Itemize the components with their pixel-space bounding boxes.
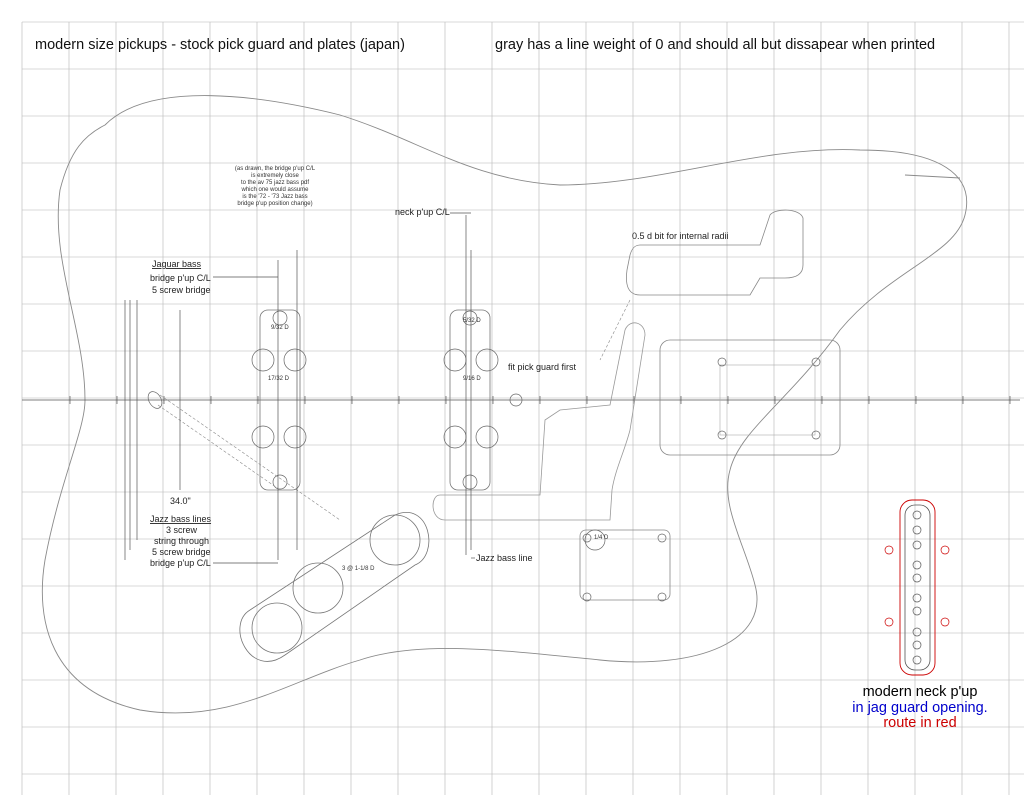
jag-5screw-label: 5 screw bridge (152, 285, 211, 295)
mount-hole (272, 310, 288, 326)
mount-hole (657, 533, 667, 543)
jag-bridge-cl-label: bridge p'up C/L (150, 273, 211, 283)
jazz-bridge-cl-label: bridge p'up C/L (150, 558, 211, 568)
centerline-ticks (69, 396, 1011, 404)
knob-hole (369, 514, 421, 566)
jaguar-bass-label: Jaguar bass (152, 259, 202, 269)
guitar-body-outline (41, 95, 967, 714)
mount-hole (811, 430, 821, 440)
jazz-5screw-label: 5 screw bridge (152, 547, 211, 557)
pole-piece (912, 525, 922, 535)
neck-pup-cl-label: neck p'up C/L (395, 207, 450, 217)
knob-hole (251, 602, 303, 654)
pole-piece (912, 655, 922, 665)
dim-5-32-label: 5/32 D (463, 318, 481, 324)
drawn-note-line: to the av 75 jazz bass pdf (241, 180, 309, 186)
pole-piece (912, 593, 922, 603)
mount-hole (462, 310, 478, 326)
jaguar-neck-pickup (449, 309, 491, 491)
pickup-mount-holes (251, 310, 821, 602)
control-plate (719, 364, 816, 436)
route-ear (940, 617, 950, 627)
route-guide (157, 404, 281, 491)
knob-cavity-outline (239, 512, 430, 662)
string-through-label: string through (154, 536, 209, 546)
mount-hole (475, 425, 499, 449)
knob-hole (292, 562, 344, 614)
mount-hole (657, 592, 667, 602)
mount-hole (462, 474, 478, 490)
neck-pickup-route (899, 499, 936, 676)
drawn-note-line: bridge p'up position change) (237, 201, 312, 207)
knobs-label: 3 @ 1-1/8 D (342, 566, 375, 572)
jack-hole (584, 529, 606, 551)
pole-piece (912, 573, 922, 583)
mount-hole (717, 430, 727, 440)
jazz-bass-lines-label: Jazz bass lines (150, 514, 212, 524)
mount-hole (283, 425, 307, 449)
mount-hole (811, 357, 821, 367)
control-plate-route (659, 339, 841, 456)
bridge-post (509, 393, 523, 407)
scale-length-label: 34.0" (170, 496, 191, 506)
route-ear (884, 617, 894, 627)
mount-hole (272, 474, 288, 490)
dimension-lines (124, 212, 475, 564)
left-title: modern size pickups - stock pick guard a… (35, 37, 405, 53)
dim-17-32-label: 17/32 D (268, 376, 290, 382)
background-grid (21, 21, 1024, 795)
jaguar-bridge-pickup (259, 309, 301, 491)
neck-pickup-outline (904, 504, 931, 671)
mount-hole (582, 592, 592, 602)
route-ear (940, 545, 950, 555)
bit-radii-label: 0.5 d bit for internal radii (632, 231, 729, 241)
dim-9-16-label: 9/16 D (463, 376, 481, 382)
route-guide (159, 394, 341, 521)
dim-1-4-label: 1/4 D (594, 535, 609, 541)
mount-hole (283, 348, 307, 372)
drawn-note-line: which one would assume (240, 187, 309, 193)
drawn-note-line: is extremely close (251, 173, 299, 179)
neck-pickup-poles (884, 510, 950, 665)
pole-piece (912, 560, 922, 570)
jazz-bass-line-label: Jazz bass line (476, 553, 533, 563)
neck-pocket-line (904, 174, 961, 179)
route-ear (884, 545, 894, 555)
mount-hole (475, 348, 499, 372)
legend-line-3: route in red (883, 715, 956, 731)
lower-control-plate (579, 529, 671, 601)
legend-line-2: in jag guard opening. (852, 700, 987, 716)
pole-piece (912, 640, 922, 650)
strap-button (147, 391, 163, 409)
route-guide (599, 299, 631, 361)
mount-hole (582, 533, 592, 543)
legend-line-1: modern neck p'up (863, 684, 978, 700)
dim-9-32-label: 9/32 D (271, 325, 289, 331)
pole-piece (912, 540, 922, 550)
drawn-note-line: (as drawn, the bridge p'up C/L (235, 166, 316, 172)
upper-control-plate (626, 209, 804, 296)
pole-piece (912, 510, 922, 520)
drawn-note-line: is the '72 - '73 Jazz bass (242, 194, 307, 200)
mount-hole (443, 348, 467, 372)
pole-piece (912, 606, 922, 616)
mount-hole (717, 357, 727, 367)
fit-guard-label: fit pick guard first (508, 362, 577, 372)
mount-hole (251, 348, 275, 372)
three-screw-label: 3 screw (166, 525, 198, 535)
drawn-note: (as drawn, the bridge p'up C/L is extrem… (235, 166, 316, 207)
pole-piece (912, 627, 922, 637)
mount-hole (251, 425, 275, 449)
pickguard-outline (432, 322, 646, 521)
right-title: gray has a line weight of 0 and should a… (495, 37, 935, 53)
